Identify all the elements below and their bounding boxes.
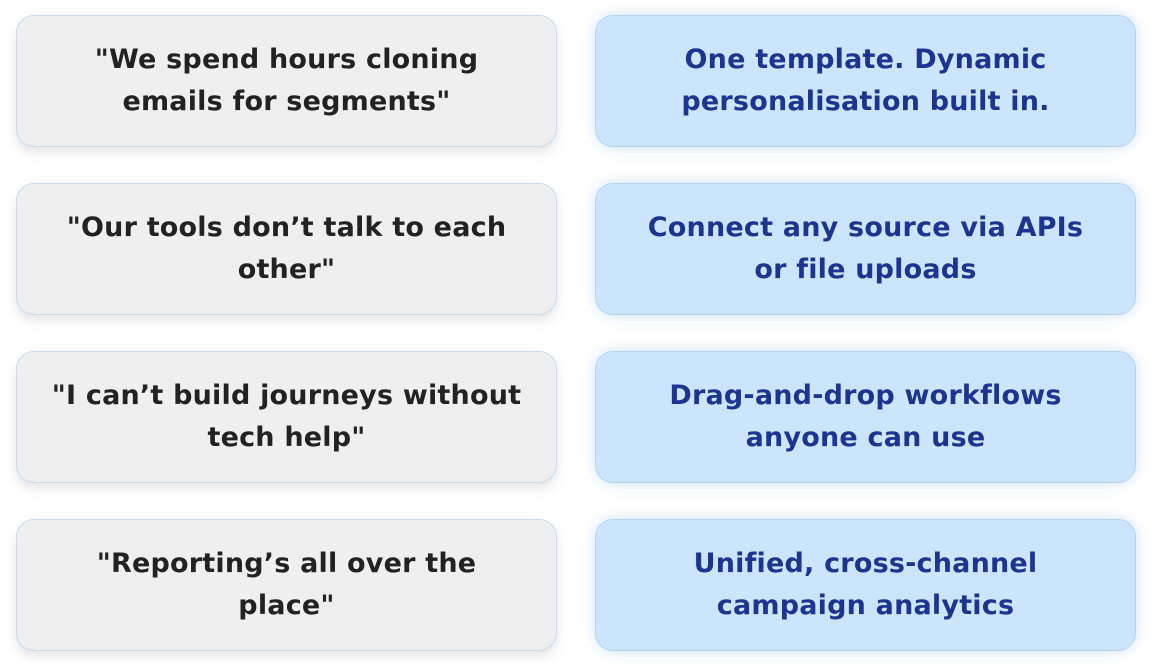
pain-point-text: "We spend hours cloning emails for segme…	[94, 44, 479, 117]
pain-point-text: "I can’t build journeys without tech hel…	[51, 380, 522, 453]
pain-point-card: "I can’t build journeys without tech hel…	[16, 351, 557, 483]
pain-solution-grid: "We spend hours cloning emails for segme…	[16, 15, 1136, 651]
solution-card: Unified, cross-channel campaign analytic…	[595, 519, 1136, 651]
solution-card: Connect any source via APIs or file uplo…	[595, 183, 1136, 315]
pain-point-text: "Our tools don’t talk to each other"	[66, 212, 507, 285]
solution-text: Drag-and-drop workflows anyone can use	[669, 380, 1062, 453]
solution-card: Drag-and-drop workflows anyone can use	[595, 351, 1136, 483]
pain-point-card: "Reporting’s all over the place"	[16, 519, 557, 651]
solution-text: Connect any source via APIs or file uplo…	[647, 212, 1084, 285]
pain-point-card: "We spend hours cloning emails for segme…	[16, 15, 557, 147]
solution-card: One template. Dynamic personalisation bu…	[595, 15, 1136, 147]
solution-text: Unified, cross-channel campaign analytic…	[693, 548, 1038, 621]
pain-point-text: "Reporting’s all over the place"	[96, 548, 477, 621]
solution-text: One template. Dynamic personalisation bu…	[681, 44, 1050, 117]
pain-point-card: "Our tools don’t talk to each other"	[16, 183, 557, 315]
